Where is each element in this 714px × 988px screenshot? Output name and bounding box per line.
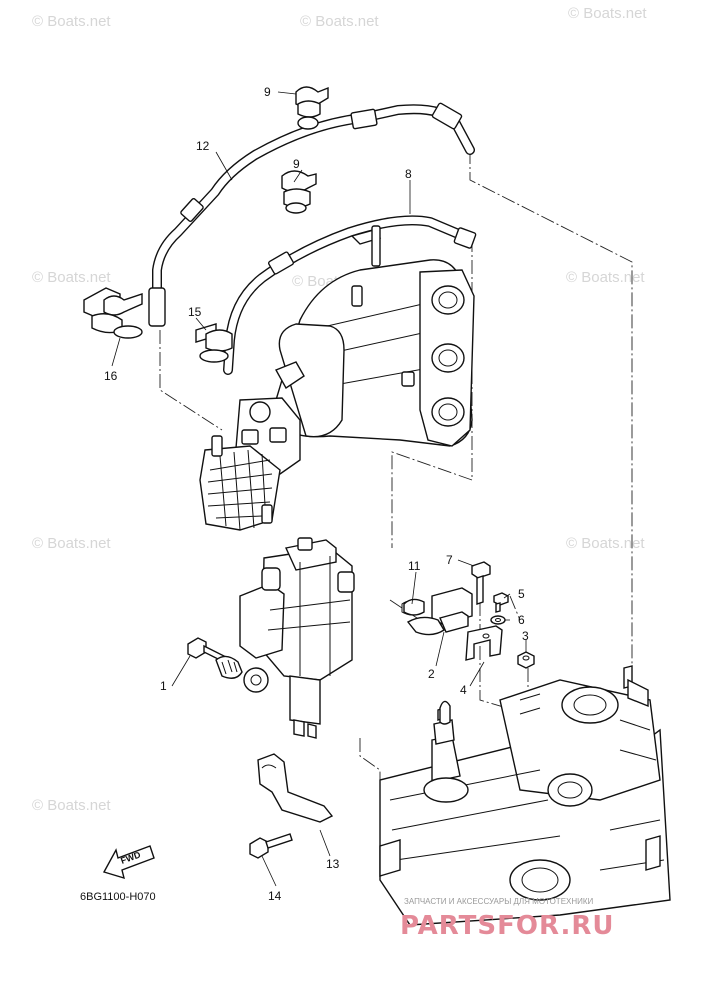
- brand-tagline: ЗАПЧАСТИ И АКСЕССУАРЫ ДЛЯ МОТОТЕХНИКИ: [404, 897, 594, 906]
- part-3: [517, 651, 535, 669]
- callout-11: 11: [408, 559, 421, 573]
- clamp-9-lower: [281, 170, 317, 214]
- callout-14: 14: [268, 889, 282, 903]
- engine-block: [379, 665, 671, 926]
- callout-13: 13: [326, 857, 340, 871]
- callout-9: 9: [293, 157, 300, 171]
- callout-2: 2: [428, 667, 435, 681]
- part-2: [401, 587, 473, 636]
- callout-7: 7: [446, 553, 453, 567]
- callout-9: 9: [264, 85, 271, 99]
- fwd-arrow-icon: FWD: [102, 845, 155, 880]
- watermark: © Boats.net: [32, 269, 111, 286]
- clamp-16: [83, 287, 143, 339]
- part-5: [493, 592, 509, 613]
- part-14: [249, 833, 293, 859]
- callout-6: 6: [518, 613, 525, 627]
- bolt-1: [187, 637, 243, 679]
- part-7: [471, 561, 491, 605]
- callout-12: 12: [196, 139, 210, 153]
- watermark: © Boats.net: [32, 13, 111, 30]
- hose-12: [148, 102, 475, 327]
- watermark: © Boats.net: [32, 797, 111, 814]
- callout-15: 15: [188, 305, 202, 319]
- vapor-separator: [239, 537, 355, 739]
- watermark: © Boats.net: [566, 269, 645, 286]
- part-13: [257, 753, 334, 823]
- throttle-body: [199, 397, 301, 531]
- watermark: © Boats.net: [300, 13, 379, 30]
- intake-manifold: [269, 225, 475, 447]
- part-6: [490, 615, 506, 625]
- watermark: © Boats.net: [566, 535, 645, 552]
- clamp-9-upper: [295, 86, 329, 130]
- diagram-code: 6BG1100-H070: [80, 891, 156, 903]
- hose-8: [223, 215, 477, 375]
- leaders: [111, 91, 527, 887]
- callout-16: 16: [104, 369, 118, 383]
- callout-3: 3: [522, 629, 529, 643]
- brand-watermark: ЗАПЧАСТИ И АКСЕССУАРЫ ДЛЯ МОТОТЕХНИКИ PA…: [400, 897, 614, 941]
- clamps: [83, 86, 329, 363]
- watermark: © Boats.net: [568, 5, 647, 22]
- callouts: 9 12 9 8 15 16 11 7 5 6 3 2 4 1 13 14: [104, 85, 529, 903]
- part-11: [403, 598, 425, 616]
- clamp-15: [195, 323, 233, 363]
- callout-1: 1: [160, 679, 167, 693]
- callout-8: 8: [405, 167, 412, 181]
- brand-logo: PARTSFOR.RU: [400, 911, 614, 941]
- watermark: © Boats.net: [32, 535, 111, 552]
- part-4: [465, 625, 503, 661]
- callout-4: 4: [460, 683, 467, 697]
- small-parts: [471, 561, 535, 669]
- callout-5: 5: [518, 587, 525, 601]
